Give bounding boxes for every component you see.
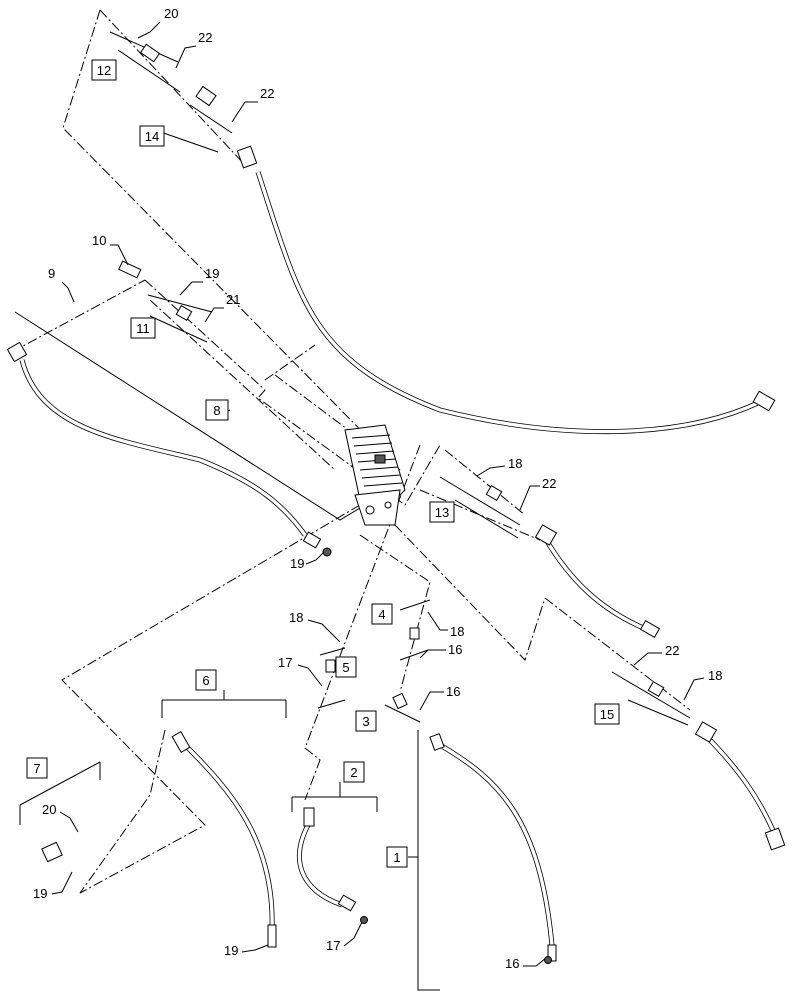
callout-4: 4 — [378, 607, 385, 622]
hose-item-8 — [19, 359, 308, 537]
callout-17-item5: 17 — [278, 655, 292, 670]
callout-17-item2: 17 — [326, 938, 340, 953]
callout-18-item15: 18 — [708, 668, 722, 683]
washer-19 — [322, 547, 332, 557]
fittings — [6, 43, 786, 962]
dash-dot-lines — [11, 9, 691, 894]
hose-item-15 — [703, 733, 778, 836]
callout-16-item3: 16 — [446, 684, 460, 699]
callout-19-item11: 19 — [205, 266, 219, 281]
hose-item-13 — [542, 536, 649, 633]
fitting-14 — [195, 85, 217, 107]
callout-7: 7 — [33, 761, 40, 776]
callout-2: 2 — [350, 765, 357, 780]
callout-18-item5: 18 — [289, 610, 303, 625]
callout-21: 21 — [226, 292, 240, 307]
callout-22-item13: 22 — [542, 476, 556, 491]
callout-19-item6: 19 — [224, 943, 238, 958]
callout-6: 6 — [202, 673, 209, 688]
hoses — [19, 171, 778, 946]
callout-5: 5 — [342, 660, 349, 675]
hose-item-14 — [255, 171, 762, 435]
plain-callouts: 20 22 22 10 9 19 21 19 18 22 22 18 — [33, 6, 722, 971]
callout-18-item4: 18 — [450, 624, 464, 639]
valve-pedal-assembly — [344, 424, 406, 526]
callout-12: 12 — [97, 63, 111, 78]
callout-3: 3 — [362, 714, 369, 729]
fitting-3 — [392, 692, 408, 710]
bracket-lines — [14, 31, 691, 991]
callout-22-hose14: 22 — [260, 86, 274, 101]
callout-20-top: 20 — [164, 6, 178, 21]
callout-15: 15 — [600, 707, 614, 722]
fitting-10 — [118, 260, 142, 279]
callout-16-item1: 16 — [505, 956, 519, 971]
boxed-callouts: 12 14 11 8 13 15 4 5 3 6 2 1 7 — [26, 59, 620, 868]
callout-18-item13: 18 — [508, 456, 522, 471]
callout-10: 10 — [92, 233, 106, 248]
washer-16 — [544, 956, 552, 964]
fitting-12 — [139, 43, 161, 63]
callout-14: 14 — [145, 129, 159, 144]
callout-13: 13 — [435, 505, 449, 520]
hose-item-1 — [438, 742, 555, 946]
fitting-7 — [41, 841, 63, 863]
washer-17 — [360, 916, 368, 924]
callout-11: 11 — [136, 321, 150, 336]
fitting-13 — [485, 484, 503, 502]
callout-22-top: 22 — [198, 30, 212, 45]
callout-9: 9 — [48, 266, 55, 281]
callout-16-item4: 16 — [448, 642, 462, 657]
fitting-15 — [647, 680, 665, 698]
fitting-4 — [409, 627, 420, 640]
callout-19-item7: 19 — [33, 886, 47, 901]
fitting-11 — [175, 304, 193, 322]
callout-1: 1 — [393, 850, 400, 865]
fitting-5 — [325, 659, 336, 673]
callout-8: 8 — [213, 403, 220, 418]
hose-item-6 — [183, 743, 275, 931]
callout-20-item7: 20 — [42, 802, 56, 817]
callout-22-item15: 22 — [665, 643, 679, 658]
callout-19-item8: 19 — [290, 556, 304, 571]
